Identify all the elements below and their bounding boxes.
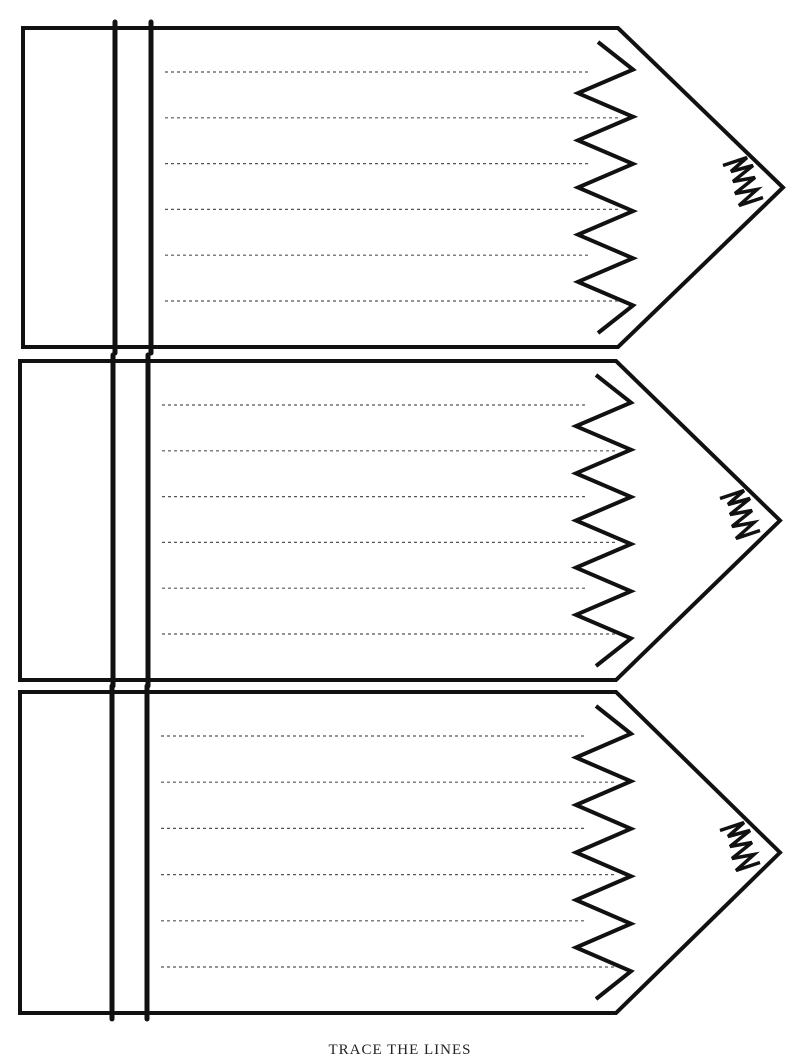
- pencil-lead-zigzag: [722, 155, 764, 208]
- pencil-zigzag-edge: [572, 40, 639, 335]
- pencil-body-outline: [18, 359, 783, 682]
- pencil-lead-zigzag: [719, 820, 761, 873]
- pencil: [21, 19, 786, 356]
- pencil-zigzag-edge: [570, 704, 637, 1001]
- pencil: [18, 352, 783, 689]
- pencil-lead-zigzag: [719, 488, 761, 541]
- pencil-body-outline: [18, 690, 783, 1015]
- pencil-body-outline: [21, 26, 786, 349]
- pencil: [18, 683, 783, 1022]
- worksheet-caption: TRACE THE LINES: [328, 1042, 472, 1058]
- pencil-zigzag-edge: [570, 373, 637, 668]
